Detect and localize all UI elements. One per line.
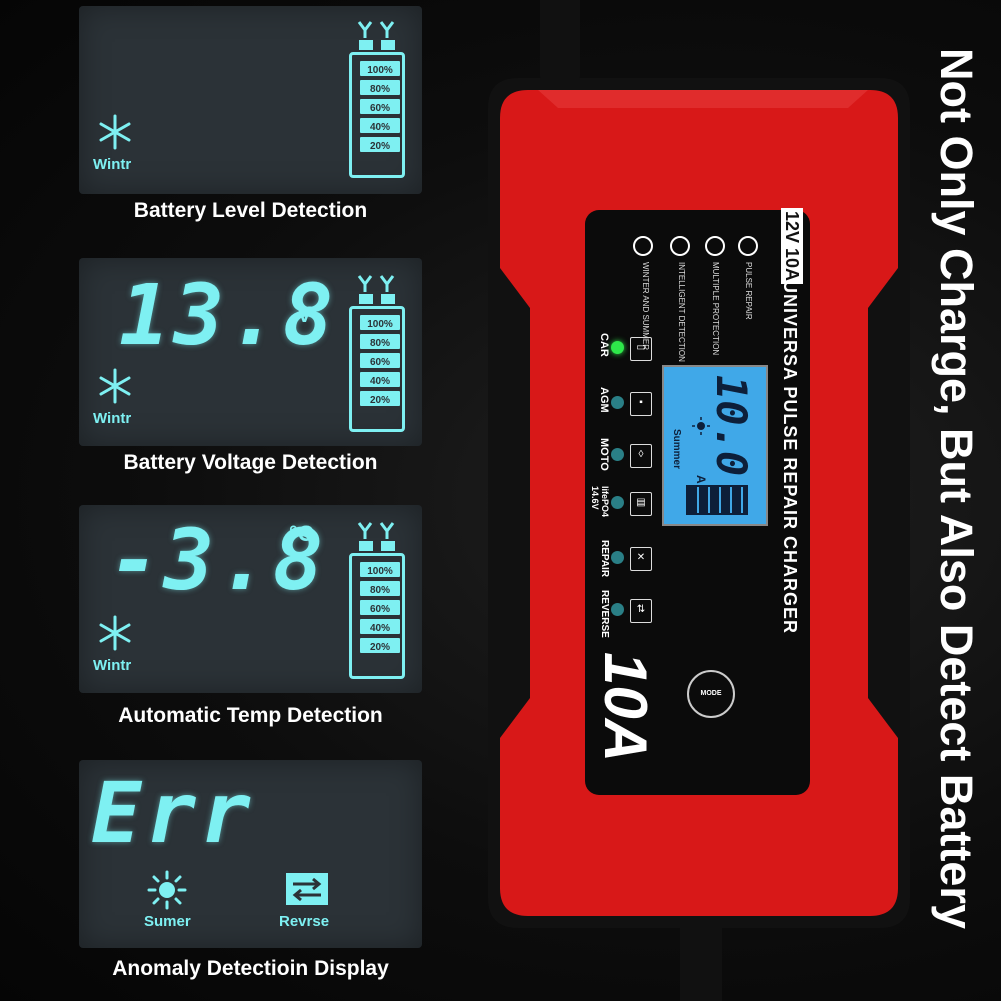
headline: Not Only Charge, But Also Detect Battery <box>931 48 982 948</box>
function-label: MULTIPLE PROTECTION <box>711 262 720 356</box>
mode-label: Wintr <box>93 156 132 173</box>
battery-gauge-icon: 100% 80% 60% 40% 20% <box>349 272 405 432</box>
level-60: 60% <box>360 353 400 368</box>
summer-mode-label: Sumer <box>144 913 191 930</box>
model-label: 12V 10A <box>781 208 803 285</box>
level-40: 40% <box>360 118 400 133</box>
temperature-unit: °C <box>289 521 314 546</box>
agm-led <box>611 396 624 409</box>
lifepo4-led <box>611 496 624 509</box>
error-readout: Err <box>91 764 255 862</box>
level-80: 80% <box>360 80 400 95</box>
level-40: 40% <box>360 372 400 387</box>
reverse-led <box>611 603 624 616</box>
lcd-sun-icon <box>692 417 710 435</box>
level-100: 100% <box>360 562 400 577</box>
agm-battery-icon: ▪ <box>630 392 652 416</box>
reverse-mode-label: Revrse <box>279 913 330 930</box>
car-icon: ▭ <box>630 337 652 361</box>
snowflake-icon <box>99 368 131 404</box>
mode-car-label: CAR <box>598 333 610 357</box>
mode-button[interactable]: MODE <box>687 670 735 718</box>
snowflake-icon <box>99 615 131 651</box>
lcd-mode-label: Summer <box>671 429 682 470</box>
level-60: 60% <box>360 600 400 615</box>
repair-tools-icon: ✕ <box>630 547 652 571</box>
level-60: 60% <box>360 99 400 114</box>
temperature-readout: -3.8 <box>109 511 328 609</box>
lifepo4-icon: ▤ <box>630 492 652 516</box>
moto-icon: ◊ <box>630 444 652 468</box>
charger-lcd: 10.0 A Summer <box>662 365 768 526</box>
battery-level-panel: Wintr 100% 80% 60% 40% 20% <box>79 6 422 194</box>
mode-repair-label: REPAIR <box>599 540 610 578</box>
sun-icon <box>147 870 187 910</box>
level-40: 40% <box>360 619 400 634</box>
panel-caption: Battery Level Detection <box>133 199 368 222</box>
battery-gauge-icon: 100% 80% 60% 40% 20% <box>349 519 405 679</box>
charger-title: UNIVERSA PULSE REPAIR CHARGER <box>780 280 800 635</box>
mode-label: Wintr <box>93 657 132 674</box>
power-cable <box>540 0 580 82</box>
panel-caption: Automatic Temp Detection <box>118 704 383 727</box>
voltage-readout: 13.8 <box>119 266 338 364</box>
panel-caption: Anomaly Detectioin Display <box>112 957 389 980</box>
winter-summer-icon <box>633 236 653 256</box>
lcd-battery-icon <box>686 485 748 515</box>
moto-led <box>611 448 624 461</box>
repair-led <box>611 551 624 564</box>
reverse-icon <box>286 873 328 905</box>
level-100: 100% <box>360 315 400 330</box>
car-led <box>611 341 624 354</box>
snowflake-icon <box>99 114 131 150</box>
headline-text: Not Only Charge, But Also Detect Battery <box>931 48 982 929</box>
rating-label: 10A <box>592 652 659 763</box>
voltage-panel: 13.8 V Wintr 100% 80% 60% 40% 20% <box>79 258 422 446</box>
level-80: 80% <box>360 334 400 349</box>
mode-agm-label: AGM <box>598 387 610 413</box>
voltage-unit: V <box>297 302 312 327</box>
level-20: 20% <box>360 391 400 406</box>
protection-icon <box>705 236 725 256</box>
mode-label: Wintr <box>93 410 132 427</box>
function-label: INTELLIGENT DETECTION <box>677 262 686 362</box>
mode-lifepo4-label: lifePO4 14.6V <box>590 486 610 518</box>
clamp-cable <box>680 915 722 1001</box>
level-20: 20% <box>360 137 400 152</box>
level-80: 80% <box>360 581 400 596</box>
function-label: PULSE REPAIR <box>744 262 753 320</box>
mode-reverse-label: REVERSE <box>599 590 610 638</box>
mode-moto-label: MOTO <box>598 438 610 471</box>
lcd-unit: A <box>694 475 708 484</box>
level-100: 100% <box>360 61 400 76</box>
battery-gauge-icon: 100% 80% 60% 40% 20% <box>349 18 405 178</box>
reverse-arrows-icon: ⇅ <box>630 599 652 623</box>
repair-icon <box>738 236 758 256</box>
detection-icon <box>670 236 690 256</box>
anomaly-panel: Err Sumer Revrse <box>79 760 422 948</box>
lcd-current-readout: 10.0 <box>707 375 756 477</box>
level-20: 20% <box>360 638 400 653</box>
panel-caption: Battery Voltage Detection <box>123 451 378 474</box>
temperature-panel: -3.8 °C Wintr 100% 80% 60% 40% 20% <box>79 505 422 693</box>
